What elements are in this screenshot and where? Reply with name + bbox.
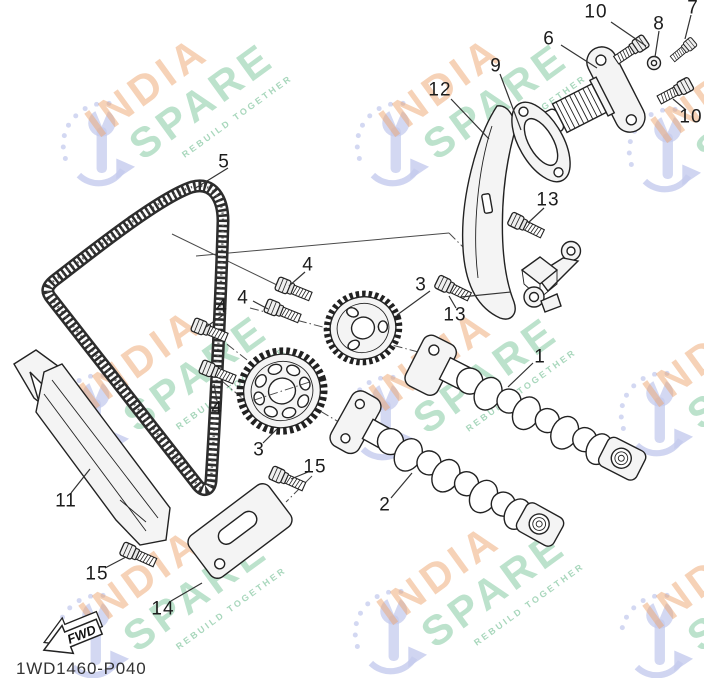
callout-ref-3-a: 3 bbox=[415, 274, 427, 296]
callout-ref-11: 11 bbox=[55, 490, 77, 512]
callout-ref-8: 8 bbox=[653, 13, 665, 35]
centerline bbox=[249, 307, 431, 356]
part-gasket bbox=[511, 101, 571, 183]
callout-ref-4-a: 4 bbox=[302, 254, 314, 276]
callout-ref-12: 12 bbox=[428, 79, 452, 101]
callout-ref-15-a: 15 bbox=[303, 456, 327, 478]
callout-ref-6: 6 bbox=[543, 28, 555, 50]
centerline bbox=[221, 380, 263, 416]
part-cam-sprocket-lower bbox=[236, 347, 328, 435]
callout-ref-3-b: 3 bbox=[253, 439, 265, 461]
bolt-13-b bbox=[433, 274, 474, 304]
construction-line bbox=[195, 232, 450, 257]
callout-ref-1: 1 bbox=[534, 346, 546, 368]
part-chain-guide-rear bbox=[13, 349, 171, 546]
callout-ref-14: 14 bbox=[151, 598, 175, 620]
bolt-15-a bbox=[267, 464, 308, 494]
callout-ref-13-b: 13 bbox=[443, 304, 467, 326]
callout-ref-9: 9 bbox=[490, 55, 502, 77]
bolt-10-a bbox=[611, 33, 651, 67]
callout-ref-15-b: 15 bbox=[85, 563, 109, 585]
part-camshaft-1 bbox=[404, 334, 647, 481]
callout-ref-13-a: 13 bbox=[536, 189, 560, 211]
callout-ref-10-b: 10 bbox=[679, 106, 703, 128]
callout-ref-4-b: 4 bbox=[237, 287, 249, 309]
callout-ref-2: 2 bbox=[379, 494, 391, 516]
callout-ref-7: 7 bbox=[687, 0, 699, 19]
callout-ref-5: 5 bbox=[218, 151, 230, 173]
leader-lines bbox=[70, 14, 692, 602]
part-chain-guide-front bbox=[461, 105, 516, 320]
part-code: 1WD1460-P040 bbox=[16, 659, 147, 678]
bolt-10-b bbox=[655, 76, 695, 107]
part-camshaft-2 bbox=[329, 390, 565, 547]
bolt-4-b bbox=[262, 297, 303, 326]
part-washer bbox=[646, 55, 662, 71]
part-cam-sprocket-upper bbox=[323, 290, 403, 366]
part-timing-chain bbox=[41, 179, 230, 496]
bolt-7 bbox=[668, 36, 699, 64]
part-tensioner-arm bbox=[520, 240, 582, 313]
part-stopper-plate bbox=[187, 483, 293, 579]
callout-ref-4-d: 4 bbox=[211, 398, 223, 420]
fwd-arrow: FWD bbox=[42, 610, 104, 655]
bolt-4-a bbox=[273, 275, 314, 304]
callout-ref-10-a: 10 bbox=[584, 1, 608, 23]
bolt-15-b bbox=[118, 540, 159, 570]
bolt-13-a bbox=[506, 211, 547, 241]
callout-ref-4-c: 4 bbox=[216, 296, 228, 318]
